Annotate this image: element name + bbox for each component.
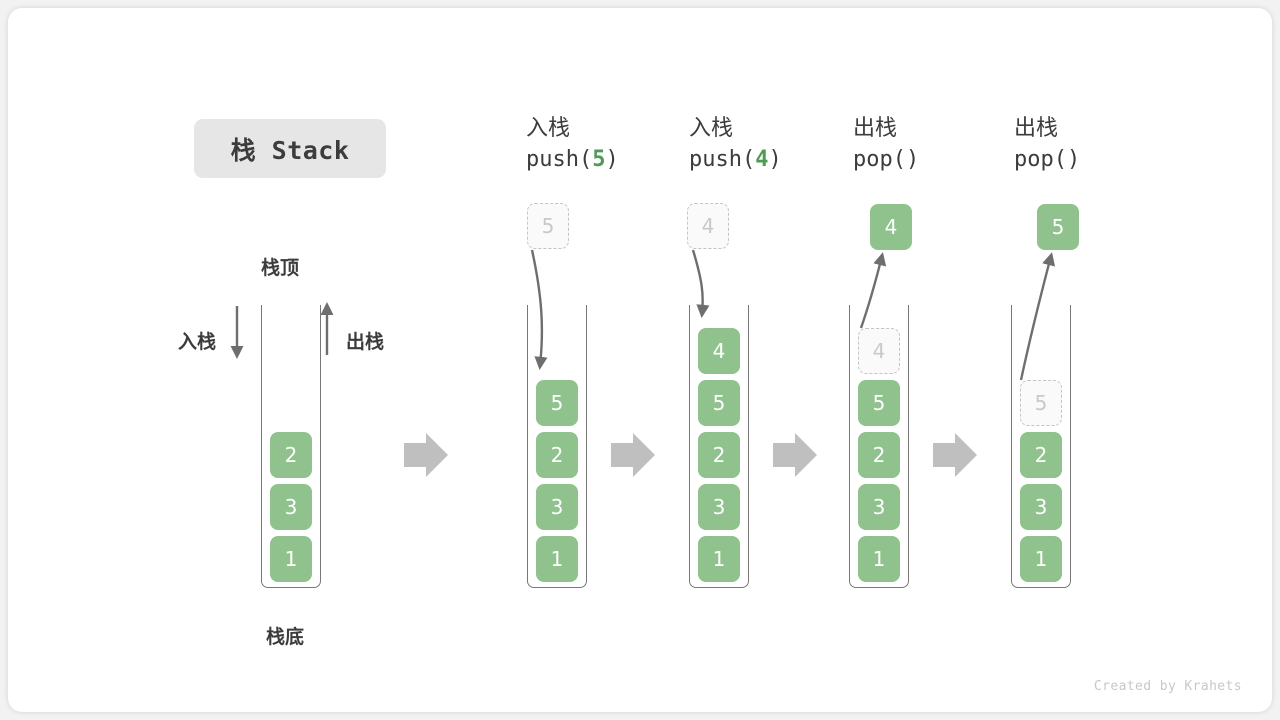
transition-arrow: [933, 433, 977, 477]
column-header-line1: 入栈: [526, 116, 571, 141]
stack-cell: 1: [270, 536, 312, 582]
transition-arrow: [611, 433, 655, 477]
column-header-line1: 出栈: [1014, 116, 1059, 141]
call-suffix: ): [905, 147, 920, 172]
stack-cell: 2: [858, 432, 900, 478]
column-header-pop-1: 出栈 pop(): [853, 114, 1033, 176]
stack-cell: 2: [536, 432, 578, 478]
stack-bottom-label: 栈底: [266, 626, 305, 648]
credit-text: Created by Krahets: [1093, 679, 1242, 694]
stack-cell: 3: [858, 484, 900, 530]
call-argument: 5: [592, 147, 606, 172]
call-suffix: ): [768, 147, 782, 172]
stack-cell: 3: [536, 484, 578, 530]
column-header-pop-2: 出栈 pop(): [1014, 114, 1194, 176]
removed-ghost-cell: 4: [858, 328, 900, 374]
stack-cell: 5: [698, 380, 740, 426]
call-suffix: ): [605, 147, 619, 172]
popped-cell: 5: [1037, 204, 1079, 250]
stack-cell: 2: [270, 432, 312, 478]
column-header-line2: pop(): [853, 144, 1033, 176]
removed-ghost-cell: 5: [1020, 380, 1062, 426]
stack-cell: 5: [858, 380, 900, 426]
figure-title-chip: 栈 Stack: [194, 119, 386, 178]
stack-cell: 3: [698, 484, 740, 530]
incoming-ghost-cell: 5: [527, 203, 569, 249]
stack-cell: 1: [536, 536, 578, 582]
call-prefix: push(: [526, 147, 593, 172]
column-header-push-4: 入栈 push(4): [689, 114, 869, 176]
call-suffix: ): [1066, 147, 1081, 172]
stack-cell: 2: [1020, 432, 1062, 478]
stack-cell: 5: [536, 380, 578, 426]
transition-arrow: [773, 433, 817, 477]
incoming-ghost-cell: 4: [687, 203, 729, 249]
transition-arrow: [404, 433, 448, 477]
column-header-line2: push(5): [526, 144, 706, 176]
push-direction-label: 入栈: [178, 331, 217, 353]
page-title: 栈 Stack: [230, 135, 350, 165]
call-argument: 4: [755, 147, 769, 172]
column-header-line2: pop(): [1014, 144, 1194, 176]
call-prefix: pop(: [853, 147, 906, 172]
stack-cell: 3: [1020, 484, 1062, 530]
column-header-line1: 出栈: [853, 116, 898, 141]
stack-cell: 4: [698, 328, 740, 374]
stack-cell: 1: [1020, 536, 1062, 582]
stack-cell: 1: [858, 536, 900, 582]
popped-cell: 4: [870, 204, 912, 250]
pop-direction-label: 出栈: [346, 331, 385, 353]
stack-top-label: 栈顶: [261, 257, 300, 279]
stack-cell: 1: [698, 536, 740, 582]
stack-cell: 2: [698, 432, 740, 478]
call-prefix: push(: [689, 147, 756, 172]
column-header-line1: 入栈: [689, 116, 734, 141]
call-prefix: pop(: [1014, 147, 1067, 172]
figure-card: 栈 Stack 栈顶 入栈 出栈 2 3 1 栈底 入栈 push(5) 5 5…: [8, 8, 1272, 712]
column-header-line2: push(4): [689, 144, 869, 176]
stack-cell: 3: [270, 484, 312, 530]
column-header-push-5: 入栈 push(5): [526, 114, 706, 176]
